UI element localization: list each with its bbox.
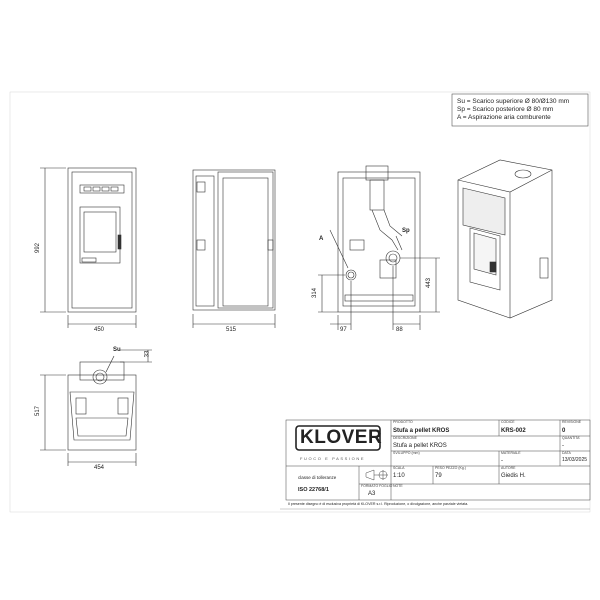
footer-notice: Il presente disegno è di esclusiva propr… <box>288 502 469 506</box>
front-view <box>40 167 137 328</box>
label-su: Su <box>113 347 121 353</box>
codice-label: CODICE <box>501 420 515 424</box>
label-sp: Sp <box>402 228 410 234</box>
descrizione-value: Stufa a pellet KROS <box>393 443 447 449</box>
dim-front-width: 450 <box>94 327 105 333</box>
scala-value: 1:10 <box>393 473 405 479</box>
legend-sp: Sp = Scarico posteriore Ø 80 mm <box>457 106 554 113</box>
autore-label: AUTORE <box>501 466 516 470</box>
peso-label: PESO PEZZO (Kg.) <box>435 466 466 470</box>
label-a: A <box>319 236 324 242</box>
tolleranze-label: classe di tolleranze <box>298 475 337 480</box>
materiale-label: MATERIALE <box>501 451 521 455</box>
scala-label: SCALA <box>393 466 405 470</box>
dim-side-depth: 515 <box>226 327 237 333</box>
dim-rear-a-offset: 97 <box>340 327 347 333</box>
legend-box <box>451 93 589 127</box>
perspective-view <box>457 159 553 319</box>
legend-a: A = Aspirazione aria comburente <box>457 114 551 121</box>
legend-su: Su = Scarico superiore Ø 80/Ø130 mm <box>457 98 570 105</box>
dim-top-width: 454 <box>94 465 105 471</box>
autore-value: Giedis H. <box>501 473 526 479</box>
tolleranze-value: ISO 22768/1 <box>298 487 329 493</box>
prodotto-value: Stufa a pellet KROS <box>393 428 450 434</box>
klover-logo: KLOVER <box>300 427 383 448</box>
side-view <box>192 169 276 328</box>
formato-label: FORMATO FOGLIO <box>361 484 393 488</box>
note-label: NOTE <box>393 484 403 488</box>
dim-rear-a-height: 314 <box>312 287 319 299</box>
codice-value: KRS-002 <box>501 428 526 434</box>
dim-rear-sp-height: 443 <box>426 277 433 289</box>
revisione-value: 0 <box>562 428 566 434</box>
quantita-value: - <box>562 443 564 449</box>
title-block-lines <box>280 419 591 510</box>
materiale-value: - <box>501 458 503 464</box>
rear-view <box>318 165 440 330</box>
dim-top-depth: 517 <box>35 405 42 417</box>
formato-value: A3 <box>368 491 376 497</box>
data-value: 13/03/2025 <box>562 457 588 463</box>
dim-rear-sp-offset: 88 <box>396 327 403 333</box>
dim-front-height: 992 <box>35 242 42 254</box>
top-view <box>40 349 152 466</box>
prodotto-label: PRODOTTO <box>393 420 413 424</box>
logo-tagline: FUOCO E PASSIONE <box>300 456 366 461</box>
revisione-label: REVISIONE <box>562 420 582 424</box>
sviluppo-label: SVILUPPO (mm) <box>393 451 420 455</box>
peso-value: 79 <box>435 473 442 479</box>
quantita-label: QUANTITA' <box>562 436 581 440</box>
dim-top-su-offset: 33 <box>144 350 151 358</box>
data-label: DATA <box>562 451 571 455</box>
descrizione-label: DESCRIZIONE <box>393 436 417 440</box>
